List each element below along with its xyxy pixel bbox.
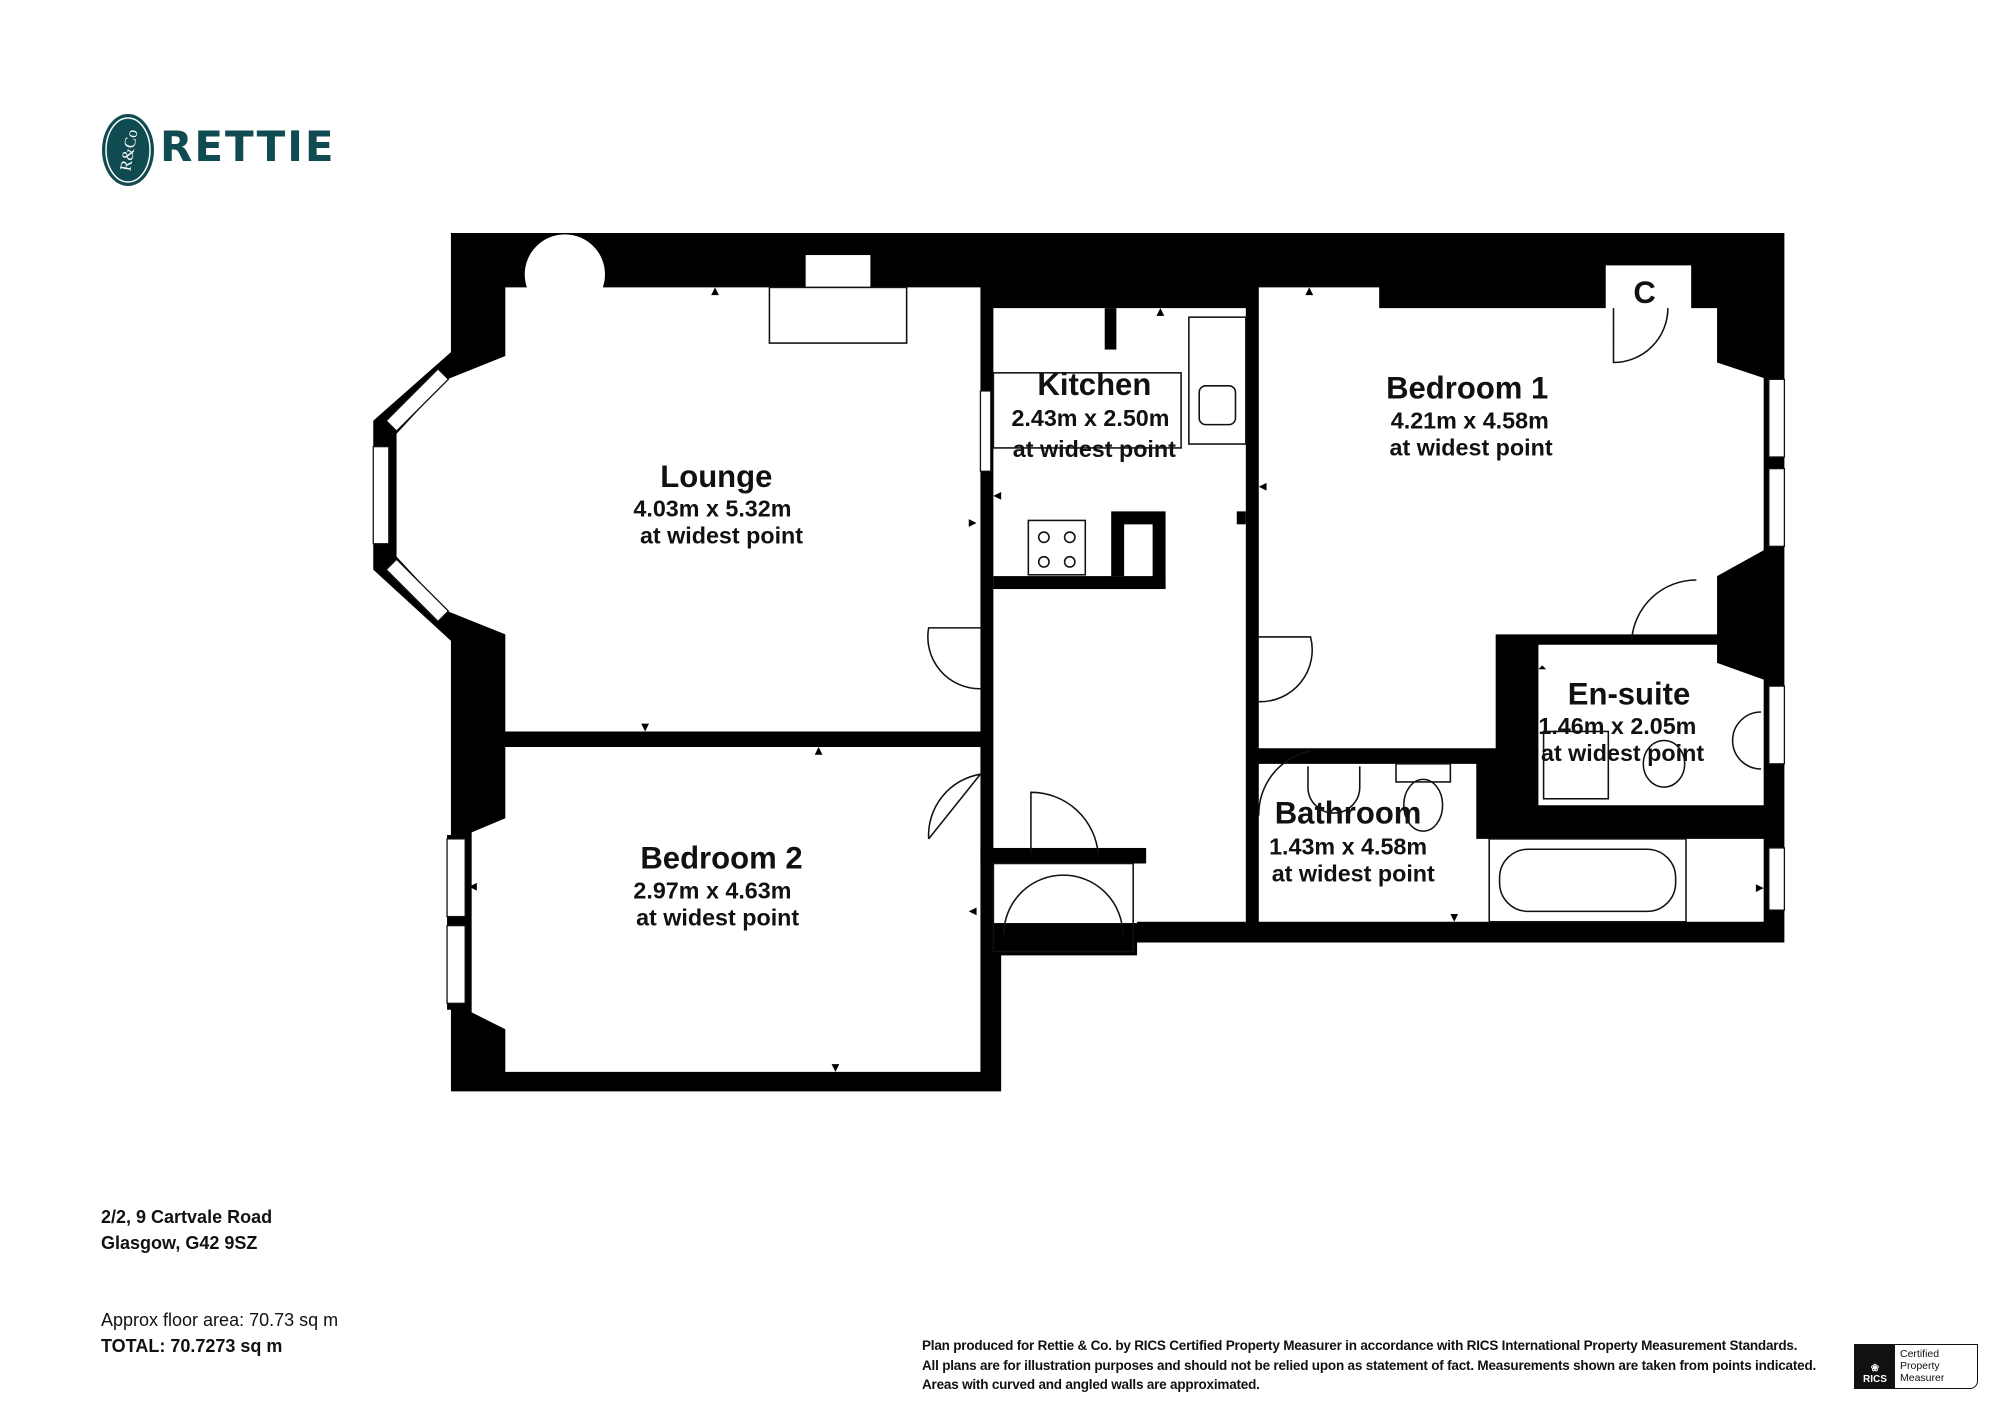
ensuite-floor [1538, 644, 1764, 806]
bathroom-floor [1258, 763, 1764, 922]
disclaimer: Plan produced for Rettie & Co. by RICS C… [922, 1336, 1816, 1395]
svg-text:1.46m x 2.05m: 1.46m x 2.05m [1538, 713, 1696, 739]
room-label-bathroom: Bathroom 1.43m x 4.58m at widest point [1269, 795, 1435, 886]
svg-text:En-suite: En-suite [1568, 676, 1691, 711]
door-ensuite [1630, 579, 1697, 641]
svg-text:Lounge: Lounge [660, 459, 772, 494]
door-bedroom-1 [1258, 636, 1313, 703]
closet [1605, 265, 1692, 310]
disclaimer-line: Areas with curved and angled walls are a… [922, 1377, 1260, 1392]
kitchen-hall-floor [993, 308, 1246, 924]
lounge-floor [396, 287, 981, 732]
bedroom-2-floor [471, 746, 981, 1072]
rics-line: Certified [1900, 1348, 1940, 1360]
svg-text:at widest point: at widest point [1272, 861, 1435, 887]
basin-icon [1307, 766, 1361, 814]
svg-text:at widest point: at widest point [636, 905, 799, 931]
svg-text:at widest point: at widest point [1541, 740, 1704, 766]
svg-text:at widest point: at widest point [640, 523, 803, 549]
cupboard-label: C [1633, 275, 1655, 310]
room-label-bedroom-2: Bedroom 2 2.97m x 4.63m at widest point [633, 841, 802, 931]
address-line-2: Glasgow, G42 9SZ [101, 1233, 258, 1253]
rics-emblem-icon: ❀ [1870, 1363, 1880, 1374]
svg-text:Bedroom 1: Bedroom 1 [1386, 371, 1548, 406]
room-label-kitchen: Kitchen 2.43m x 2.50m at widest point [1011, 367, 1176, 462]
hall-cupboard [992, 862, 1134, 953]
hob-icon [1027, 519, 1087, 576]
svg-text:Kitchen: Kitchen [1037, 367, 1151, 402]
disclaimer-line: Plan produced for Rettie & Co. by RICS C… [922, 1338, 1798, 1353]
svg-text:R&Co: R&Co [117, 128, 141, 172]
chimney-breast [768, 286, 908, 344]
svg-text:4.03m x 5.32m: 4.03m x 5.32m [633, 496, 791, 522]
lounge-alcove [524, 234, 605, 315]
floor-area: Approx floor area: 70.73 sq m TOTAL: 70.… [101, 1307, 338, 1359]
total-floor-area: TOTAL: 70.7273 sq m [101, 1336, 283, 1356]
bathtub-icon [1488, 838, 1687, 923]
room-label-bedroom-1: Bedroom 1 4.21m x 4.58m at widest point [1386, 371, 1553, 461]
room-label-ensuite: En-suite 1.46m x 2.05m at widest point [1538, 676, 1704, 766]
door-lounge [927, 627, 981, 690]
door-bedroom-2 [927, 773, 982, 840]
disclaimer-line: All plans are for illustration purposes … [922, 1357, 1817, 1373]
svg-text:Bedroom 2: Bedroom 2 [640, 841, 802, 876]
door-hall [1030, 791, 1100, 855]
bedroom-1-floor [1258, 287, 1764, 749]
svg-text:Bathroom: Bathroom [1275, 795, 1422, 830]
approx-floor-area: Approx floor area: 70.73 sq m [101, 1310, 339, 1330]
svg-text:at widest point: at widest point [1013, 436, 1176, 462]
address: 2/2, 9 Cartvale Road Glasgow, G42 9SZ [101, 1204, 272, 1256]
toilet-icon [1395, 763, 1452, 783]
rics-line: Property [1900, 1360, 1940, 1372]
sink-icon [1188, 316, 1247, 445]
address-line-1: 2/2, 9 Cartvale Road [101, 1207, 273, 1227]
rics-line: Measurer [1900, 1372, 1945, 1384]
measurement-arrows [469, 287, 1764, 1072]
svg-text:1.43m x 4.58m: 1.43m x 4.58m [1269, 833, 1427, 859]
brand-name: RETTIE [160, 122, 336, 171]
svg-text:at widest point: at widest point [1390, 435, 1553, 461]
windows [372, 368, 1786, 1004]
room-label-lounge: Lounge 4.03m x 5.32m at widest point [633, 459, 803, 549]
svg-text:4.21m x 4.58m: 4.21m x 4.58m [1391, 408, 1549, 434]
rettie-logo-emblem: R&Co [102, 114, 154, 186]
svg-text:2.97m x 4.63m: 2.97m x 4.63m [633, 877, 791, 903]
rics-badge: ❀ RICS Certified Property Measurer [1854, 1344, 1978, 1389]
door-bathroom [1257, 750, 1311, 816]
svg-text:2.43m x 2.50m: 2.43m x 2.50m [1011, 405, 1169, 431]
rics-org: RICS [1863, 1374, 1887, 1385]
